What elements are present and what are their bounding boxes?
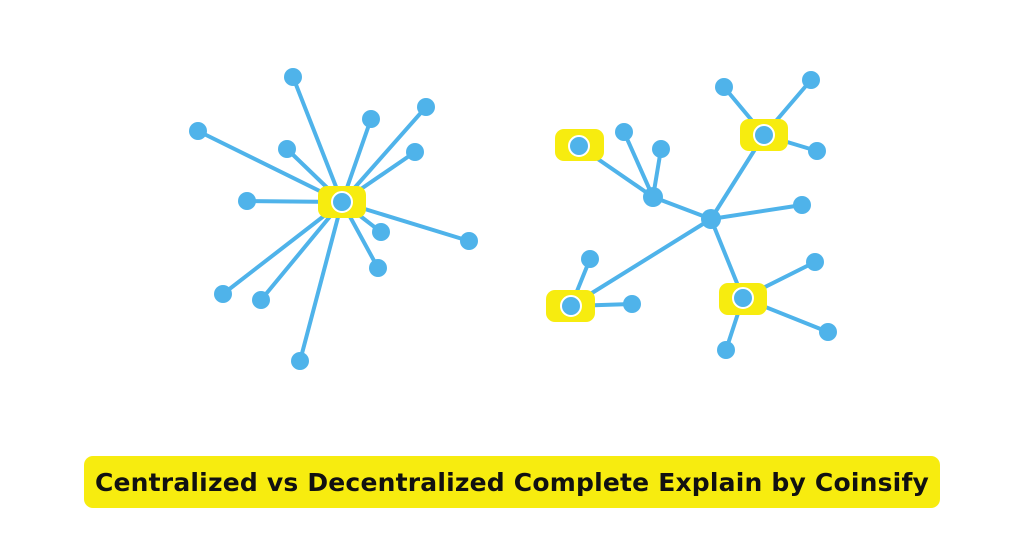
- decentralized-leaf-node: [806, 253, 824, 271]
- centralized-leaf-node: [291, 352, 309, 370]
- centralized-leaf-node: [369, 259, 387, 277]
- centralized-leaf-node: [189, 122, 207, 140]
- decentralized-hub-node: [560, 295, 582, 317]
- decentralized-leaf-node: [819, 323, 837, 341]
- centralized-leaf-node: [372, 223, 390, 241]
- decentralized-subhub-node: [643, 187, 663, 207]
- centralized-leaf-node: [214, 285, 232, 303]
- centralized-leaf-node: [238, 192, 256, 210]
- decentralized-leaf-node: [717, 341, 735, 359]
- decentralized-link: [569, 217, 713, 308]
- decentralized-core-node: [701, 209, 721, 229]
- decentralized-leaf-node: [715, 78, 733, 96]
- decentralized-leaf-node: [623, 295, 641, 313]
- centralized-leaf-node: [362, 110, 380, 128]
- centralized-hub-node: [331, 191, 353, 213]
- decentralized-leaf-node: [615, 123, 633, 141]
- caption-banner: Centralized vs Decentralized Complete Ex…: [84, 456, 940, 508]
- centralized-link: [221, 200, 344, 296]
- decentralized-link: [709, 203, 804, 221]
- centralized-link: [298, 200, 344, 363]
- centralized-leaf-node: [417, 98, 435, 116]
- decentralized-leaf-node: [802, 71, 820, 89]
- decentralized-leaf-node: [652, 140, 670, 158]
- centralized-leaf-node: [278, 140, 296, 158]
- decentralized-hub-node: [732, 287, 754, 309]
- decentralized-hub-node: [568, 135, 590, 157]
- centralized-link: [291, 75, 344, 204]
- centralized-link: [196, 129, 344, 204]
- decentralized-leaf-node: [808, 142, 826, 160]
- centralized-leaf-node: [252, 291, 270, 309]
- decentralized-hub-node: [753, 124, 775, 146]
- centralized-leaf-node: [460, 232, 478, 250]
- caption-text: Centralized vs Decentralized Complete Ex…: [94, 467, 930, 497]
- centralized-link: [259, 200, 344, 302]
- centralized-leaf-node: [406, 143, 424, 161]
- decentralized-leaf-node: [793, 196, 811, 214]
- decentralized-link: [622, 130, 655, 199]
- decentralized-leaf-node: [581, 250, 599, 268]
- decentralized-link: [651, 195, 713, 221]
- centralized-network: [189, 68, 478, 370]
- centralized-leaf-node: [284, 68, 302, 86]
- decentralized-network: [546, 71, 837, 359]
